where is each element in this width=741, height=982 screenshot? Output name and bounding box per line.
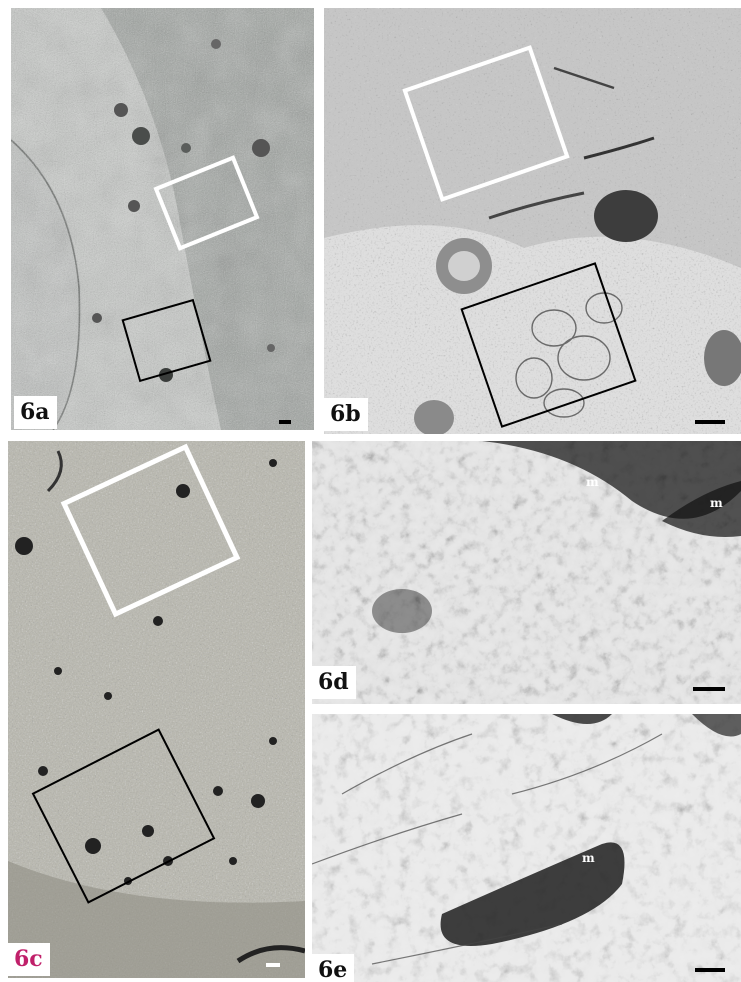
micrograph-6c: [8, 441, 305, 978]
panel-6b: 6b: [324, 8, 741, 434]
annotation-m-6d-1: m: [586, 475, 599, 489]
scale-bar-6d: [693, 687, 725, 691]
panel-label-6d: 6d: [312, 666, 356, 699]
panel-label-6c: 6c: [8, 943, 50, 976]
micrograph-6b: [324, 8, 741, 434]
scale-bar-6b: [695, 420, 725, 424]
panel-label-6a: 6a: [14, 396, 57, 429]
panel-6a: 6a: [11, 8, 314, 430]
scale-bar-6a: [279, 420, 291, 424]
scale-bar-6e: [695, 968, 725, 972]
panel-6e: m 6e: [312, 714, 741, 982]
panel-label-6b: 6b: [324, 398, 368, 431]
panel-6d: m m 6d: [312, 441, 741, 704]
annotation-m-6d-2: m: [710, 496, 723, 510]
micrograph-6d: [312, 441, 741, 704]
panel-6c: 6c: [8, 441, 305, 978]
annotation-m-6e: m: [582, 851, 595, 865]
micrograph-6a: [11, 8, 314, 430]
panel-label-6e: 6e: [312, 954, 355, 982]
micrograph-6e: [312, 714, 741, 982]
scale-bar-6c: [266, 963, 280, 967]
